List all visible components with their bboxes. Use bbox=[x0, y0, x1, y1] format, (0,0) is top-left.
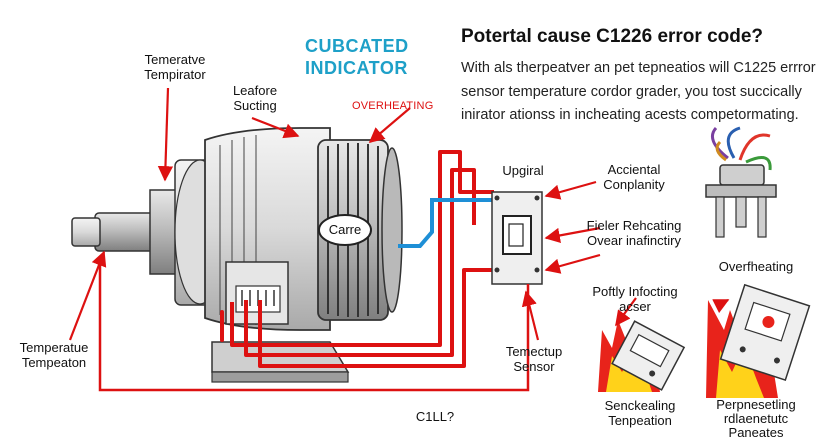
label-leafore: Leafore Sucting bbox=[220, 83, 290, 113]
label-upgiral: Upgiral bbox=[502, 163, 544, 178]
label-temp-bottom-line-1: Temperatue bbox=[19, 340, 89, 355]
indicator-title-line-1: CUBCATED bbox=[305, 36, 409, 56]
label-temp-top: Temeratve Tempirator bbox=[130, 52, 220, 82]
label-poftly: Poftly Infocting acser bbox=[583, 284, 687, 314]
label-poftly-line-2: acser bbox=[619, 299, 651, 314]
description-line-1: With als therpeatver an pet tepneatios w… bbox=[461, 60, 816, 76]
overheating-top-label: OVERHEATING bbox=[352, 100, 434, 112]
label-temectup-line-2: Sensor bbox=[513, 359, 555, 374]
label-cill: C1LL? bbox=[415, 409, 455, 424]
sensor-box bbox=[491, 191, 543, 285]
label-temp-bottom: Temperatue Tempeaton bbox=[14, 340, 94, 370]
label-perpnesetling-line-1: Perpnesetling bbox=[716, 397, 796, 412]
label-fieler-line-2: Ovear inafinctiry bbox=[587, 233, 681, 248]
terminal-box bbox=[225, 261, 289, 325]
label-poftly-line-1: Poftly Infocting bbox=[592, 284, 678, 299]
loop-wire bbox=[98, 258, 530, 392]
page-title: Potertal cause C1226 error code? bbox=[461, 26, 764, 47]
indicator-title: CUBCATED INDICATOR bbox=[305, 35, 409, 79]
label-acciental-line-2: Conplanity bbox=[603, 177, 665, 192]
overheating-sensor-fire-left bbox=[598, 320, 686, 392]
label-senckealing: Senckealing Tenpeation bbox=[590, 398, 690, 428]
label-perpnesetling-line-3: Paneates bbox=[728, 425, 784, 440]
sensor-plug bbox=[705, 126, 777, 238]
annotation-arrows bbox=[68, 87, 730, 341]
label-acciental: Acciental Conplanity bbox=[594, 162, 674, 192]
blue-wire bbox=[398, 198, 494, 248]
label-senckealing-line-2: Tenpeation bbox=[608, 413, 672, 428]
label-perpnesetling: Perpnesetling rdlaenetutc Paneates bbox=[704, 398, 808, 440]
label-acciental-line-1: Acciental bbox=[607, 162, 661, 177]
motor-label: Carre bbox=[328, 222, 362, 237]
label-temectup-line-1: Temectup bbox=[505, 344, 563, 359]
indicator-title-line-2: INDICATOR bbox=[305, 58, 408, 78]
motor-base bbox=[211, 341, 350, 383]
description-line-2: sensor temperature cordor grader, you to… bbox=[461, 84, 802, 100]
label-leafore-line-2: Sucting bbox=[233, 98, 277, 113]
label-leafore-line-1: Leafore bbox=[232, 83, 278, 98]
description-line-3: inirator ationss in incheating acests co… bbox=[461, 107, 799, 123]
label-temp-bottom-line-2: Tempeaton bbox=[21, 355, 87, 370]
label-fieler: Fieler Rehcating Ovear inafinctiry bbox=[578, 218, 690, 248]
label-temp-top-line-1: Temeratve bbox=[144, 52, 206, 67]
motor-shaft bbox=[71, 189, 181, 275]
red-wiring bbox=[220, 150, 494, 368]
label-overfheating: Overfheating bbox=[718, 259, 794, 274]
label-senckealing-line-1: Senckealing bbox=[604, 398, 676, 413]
overheating-sensor-fire-right bbox=[706, 283, 811, 398]
label-temectup: Temectup Sensor bbox=[494, 344, 574, 374]
label-perpnesetling-line-2: rdlaenetutc bbox=[723, 411, 789, 426]
label-fieler-line-1: Fieler Rehcating bbox=[586, 218, 682, 233]
label-temp-top-line-2: Tempirator bbox=[144, 67, 206, 82]
